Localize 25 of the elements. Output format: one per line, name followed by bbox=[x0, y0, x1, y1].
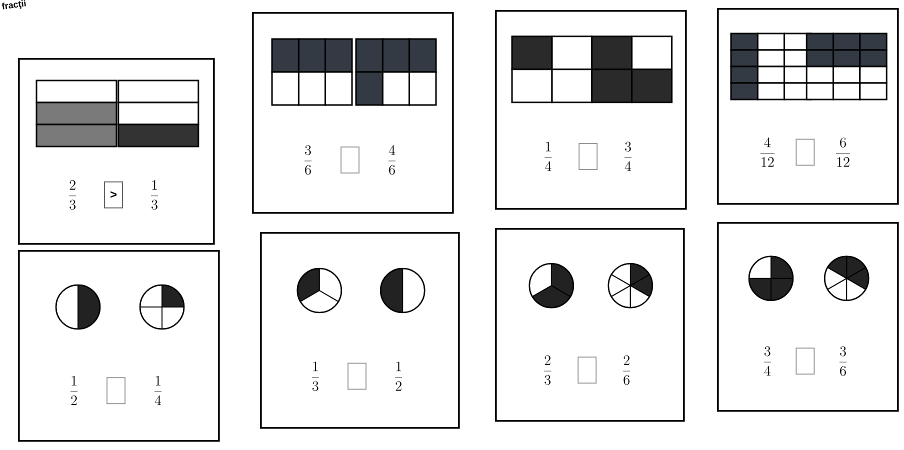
fraction: $\frac{1}{4}$ bbox=[544, 142, 552, 171]
answer-box bbox=[796, 348, 815, 375]
heading: fracţii bbox=[2, 0, 26, 10]
fraction: $\frac{1}{3}$ bbox=[312, 362, 319, 392]
answer-box bbox=[106, 377, 126, 404]
fraction: $\frac{2}{3}$ bbox=[544, 355, 552, 385]
fraction: $\frac{3}{6}$ bbox=[840, 346, 847, 376]
answer-box bbox=[578, 143, 598, 170]
fraction: $\frac{1}{3}$ bbox=[150, 180, 158, 210]
fraction: $\frac{3}{6}$ bbox=[304, 145, 312, 175]
answer-box bbox=[796, 138, 815, 166]
fraction: $\frac{3}{4}$ bbox=[624, 142, 632, 171]
answer-box bbox=[578, 356, 597, 384]
answer-box bbox=[348, 362, 366, 390]
fraction: $\frac{1}{4}$ bbox=[154, 376, 162, 406]
fraction: $\frac{3}{4}$ bbox=[764, 346, 771, 376]
answer-box: > bbox=[104, 181, 123, 208]
fraction: $\frac{1}{2}$ bbox=[70, 376, 78, 406]
fraction: $\frac{4}{12}$ bbox=[760, 137, 774, 167]
fraction: $\frac{2}{3}$ bbox=[69, 180, 76, 210]
fraction: $\frac{4}{6}$ bbox=[388, 145, 396, 175]
fraction: $\frac{1}{2}$ bbox=[395, 362, 402, 391]
fraction: $\frac{6}{12}$ bbox=[836, 138, 850, 167]
fraction: $\frac{2}{6}$ bbox=[623, 355, 630, 385]
answer-box bbox=[340, 146, 360, 174]
